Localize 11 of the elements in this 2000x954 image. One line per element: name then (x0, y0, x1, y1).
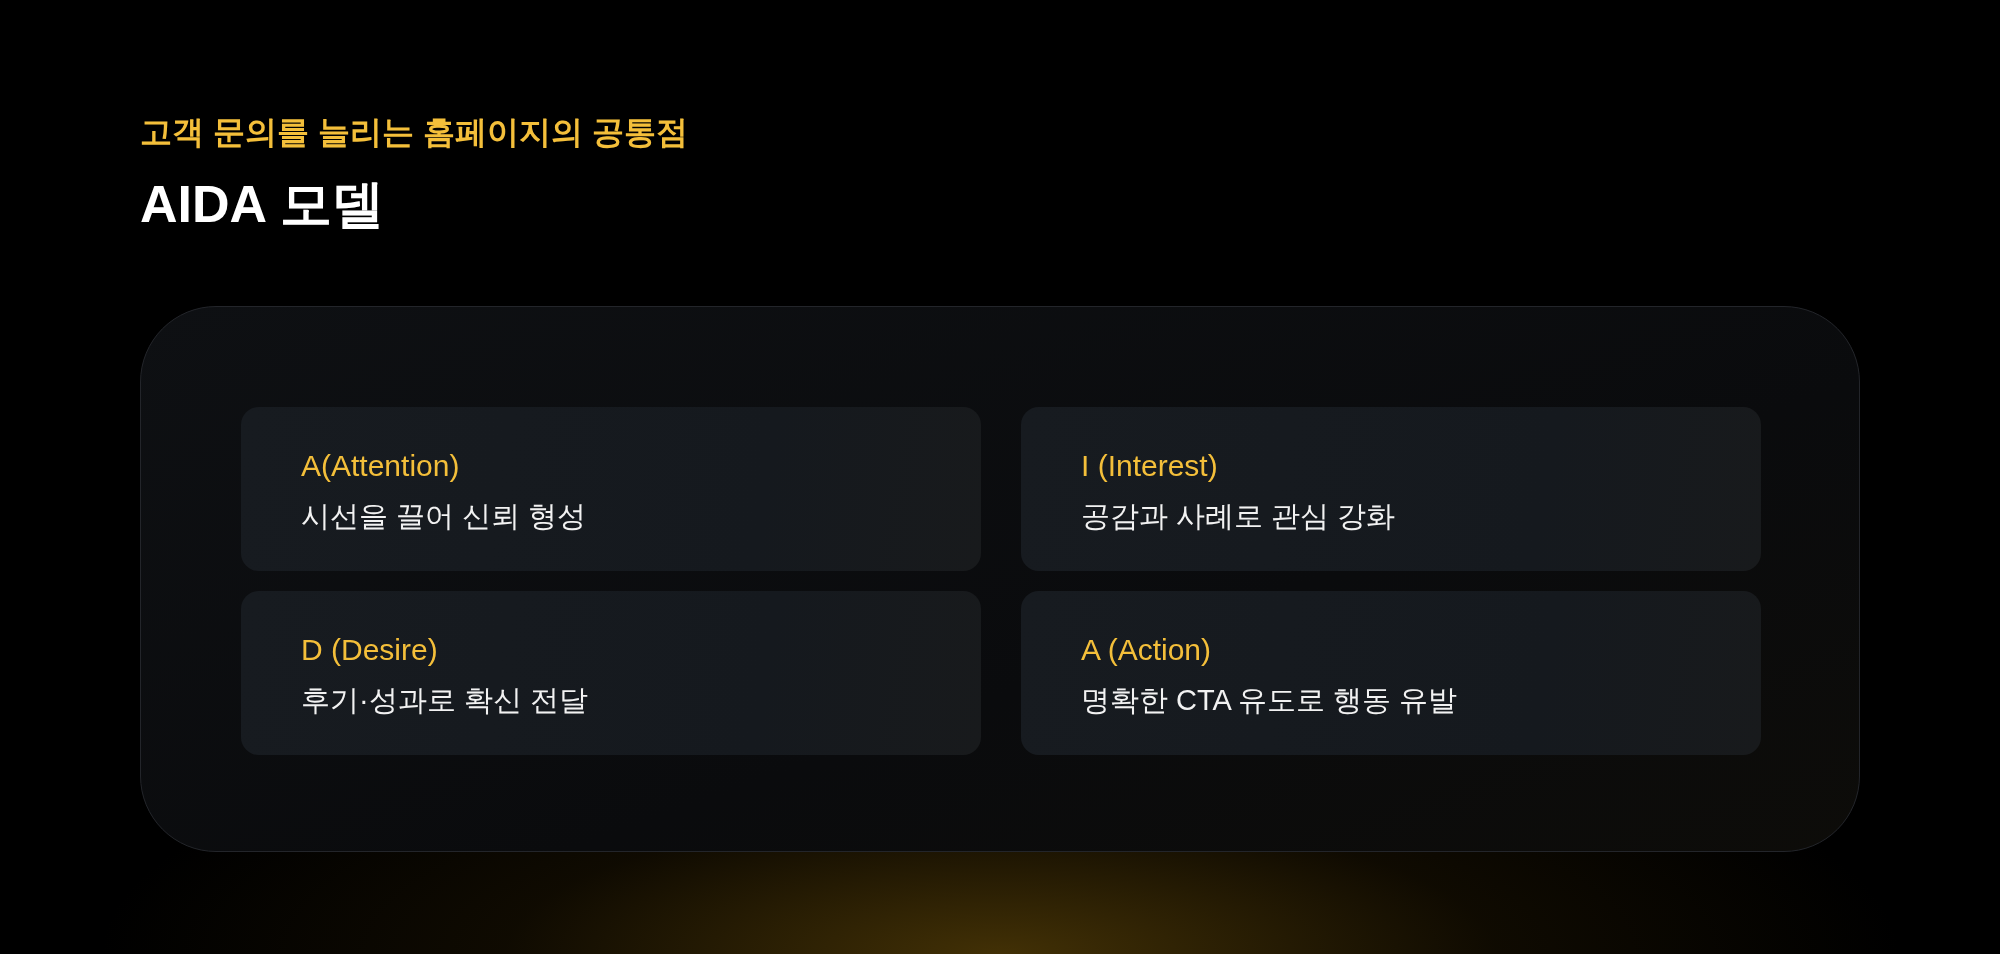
card-description: 명확한 CTA 유도로 행동 유발 (1081, 683, 1458, 718)
card-heading: I (Interest) (1081, 448, 1218, 484)
page-title: AIDA 모델 (140, 174, 384, 235)
card-description: 후기·성과로 확신 전달 (301, 683, 588, 718)
card-heading: A (Action) (1081, 632, 1212, 668)
card-description: 공감과 사례로 관심 강화 (1081, 499, 1396, 534)
panel (140, 306, 1860, 852)
card-heading: A(Attention) (301, 448, 460, 484)
card-heading: D (Desire) (301, 632, 438, 668)
card-description: 시선을 끌어 신뢰 형성 (301, 499, 587, 534)
page-subtitle: 고객 문의를 늘리는 홈페이지의 공통점 (140, 113, 688, 152)
